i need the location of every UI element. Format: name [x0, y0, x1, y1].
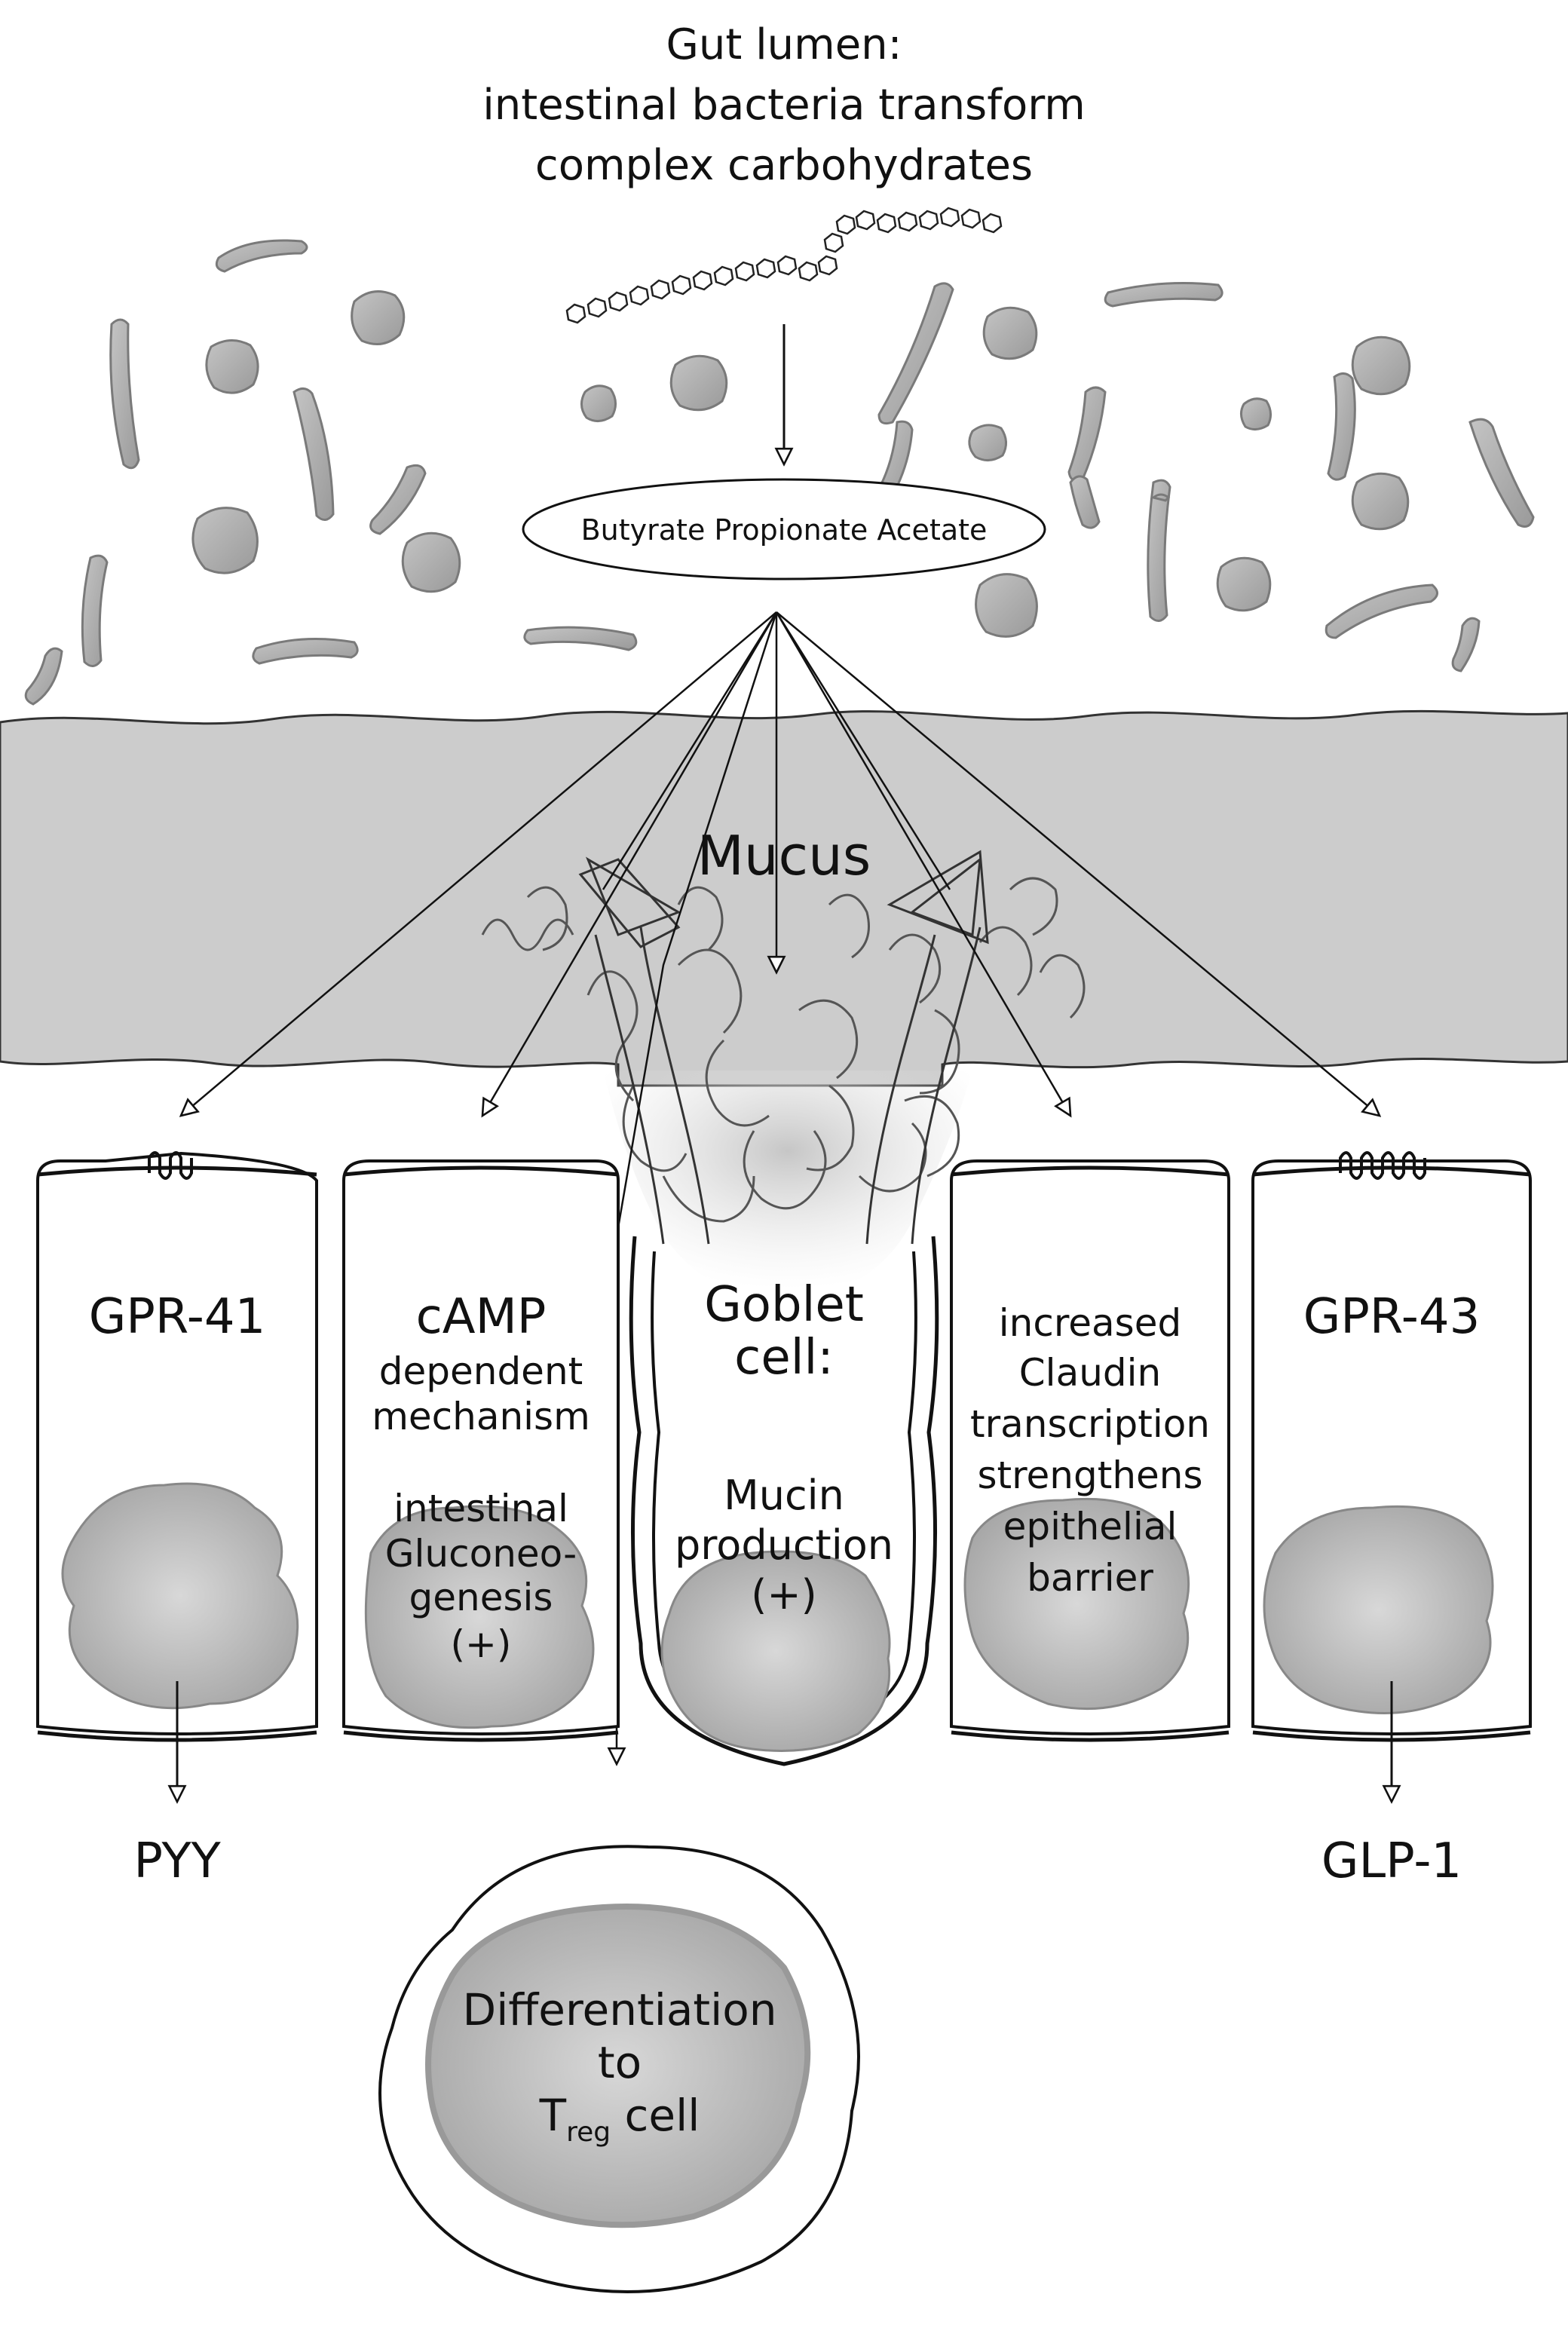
nucleus: [963, 1497, 1190, 1711]
mucus-label: Mucus: [697, 824, 871, 887]
bacterium-rod-icon: [1327, 372, 1356, 481]
cell-camp: cAMP dependent mechanism intestinal Gluc…: [342, 1159, 620, 1742]
goblet-title-2: cell:: [734, 1330, 834, 1386]
claudin-line-2: Claudin: [1019, 1351, 1161, 1395]
scfa-ellipse: Butyrate Propionate Acetate: [522, 478, 1046, 580]
bacterium-coccus-icon: [1216, 556, 1272, 612]
receptor-icon: [1339, 1151, 1426, 1180]
cell-gpr41: GPR-41 PYY: [36, 1151, 318, 1889]
receptor-icon: [148, 1151, 193, 1180]
mucin-secretion-arrows: [578, 850, 989, 1245]
arrow-to-mucus-left: [602, 611, 778, 890]
treg-line-1: Differentiation: [463, 1984, 777, 2035]
goblet-title-1: Goblet: [704, 1277, 864, 1333]
camp-line-6: (+): [451, 1622, 512, 1666]
bacterium-coccus-icon: [191, 507, 259, 574]
bacterium-coccus-icon: [1351, 335, 1411, 396]
nucleus: [1263, 1505, 1494, 1714]
goblet-line-2: production: [675, 1521, 893, 1569]
nucleus: [364, 1505, 595, 1729]
bacterium-coccus-icon: [669, 354, 728, 412]
claudin-line-4: strengthens: [977, 1453, 1202, 1497]
treg-line-3: Treg cell: [539, 2090, 700, 2148]
goblet-mucus-cloud: [603, 1071, 972, 1300]
bacteria-group: [24, 239, 1535, 706]
arrow-to-camp: [482, 611, 778, 1116]
scfa-label: Butyrate Propionate Acetate: [581, 513, 988, 547]
bacterium-coccus-icon: [975, 573, 1038, 638]
bacterium-rod-icon: [252, 638, 359, 665]
header-line-1: Gut lumen:: [666, 20, 902, 69]
gpr43-title: GPR-43: [1303, 1289, 1481, 1345]
nucleus: [61, 1482, 299, 1710]
header-line-2: intestinal bacteria transform: [482, 81, 1086, 130]
camp-line-1: dependent: [379, 1349, 583, 1393]
bacterium-coccus-icon: [1351, 472, 1410, 531]
bacterium-rod-icon: [1451, 617, 1481, 672]
mucus-layer: [0, 709, 1568, 1087]
goblet-line-3: (+): [751, 1571, 816, 1619]
scfa-effect-arrows: [181, 611, 1380, 1764]
glp1-label: GLP-1: [1321, 1833, 1462, 1889]
camp-line-2: mechanism: [372, 1395, 590, 1438]
bacterium-coccus-icon: [351, 290, 406, 345]
nucleus: [660, 1550, 891, 1752]
camp-title: cAMP: [416, 1289, 547, 1345]
carbohydrate-chain-icon: [565, 207, 1003, 324]
bacterium-rod-icon: [369, 464, 427, 535]
claudin-line-6: barrier: [1027, 1556, 1153, 1600]
bacterium-rod-icon: [1067, 386, 1107, 482]
bacterium-rod-icon: [1069, 475, 1101, 529]
gpr41-title: GPR-41: [89, 1289, 266, 1345]
bacterium-rod-icon: [292, 387, 335, 521]
mucin-strands: [481, 877, 1086, 1223]
header-line-3: complex carbohydrates: [535, 141, 1033, 190]
bacterium-rod-icon: [877, 282, 954, 425]
bacterium-rod-icon: [1468, 418, 1535, 528]
bacterium-rod-icon: [1150, 493, 1171, 502]
claudin-line-3: transcription: [970, 1402, 1210, 1446]
header-title: Gut lumen: intestinal bacteria transform…: [482, 20, 1086, 190]
treg-cell: Differentiation to Treg cell: [378, 1845, 860, 2293]
bacterium-rod-icon: [1325, 584, 1438, 639]
cell-goblet: Goblet cell: Mucin production (+): [629, 1236, 939, 1766]
arrow-to-gpr41: [181, 611, 777, 1116]
bacterium-rod-icon: [81, 554, 109, 667]
bacterium-coccus-icon: [1240, 397, 1272, 430]
bacterium-coccus-icon: [580, 384, 617, 422]
cell-gpr43: GPR-43 GLP-1: [1251, 1151, 1532, 1889]
bacterium-coccus-icon: [968, 424, 1007, 461]
bacterium-rod-icon: [523, 626, 638, 651]
bacterium-coccus-icon: [401, 531, 461, 593]
arrow-to-gpr43: [776, 611, 1380, 1116]
bacterium-rod-icon: [1104, 282, 1223, 308]
bacterium-coccus-icon: [205, 339, 259, 394]
camp-line-3: intestinal: [394, 1487, 568, 1530]
claudin-line-1: increased: [999, 1301, 1181, 1345]
arrow-to-claudin: [775, 611, 1070, 1116]
bacterium-rod-icon: [1147, 479, 1171, 622]
goblet-line-1: Mucin: [724, 1472, 844, 1519]
treg-line-2: to: [598, 2037, 642, 2088]
camp-line-4: Gluconeo-: [385, 1532, 577, 1576]
bacterium-rod-icon: [215, 239, 308, 273]
nucleus: [425, 1904, 811, 2228]
cell-claudin: increased Claudin transcription strength…: [950, 1159, 1230, 1742]
bacterium-coccus-icon: [982, 306, 1038, 360]
bacterium-rod-icon: [24, 647, 63, 706]
bacterium-rod-icon: [109, 318, 140, 470]
pyy-label: PYY: [133, 1833, 221, 1889]
arrow-to-mucus-right: [775, 611, 951, 890]
claudin-line-5: epithelial: [1003, 1505, 1178, 1548]
camp-line-5: genesis: [409, 1576, 553, 1619]
